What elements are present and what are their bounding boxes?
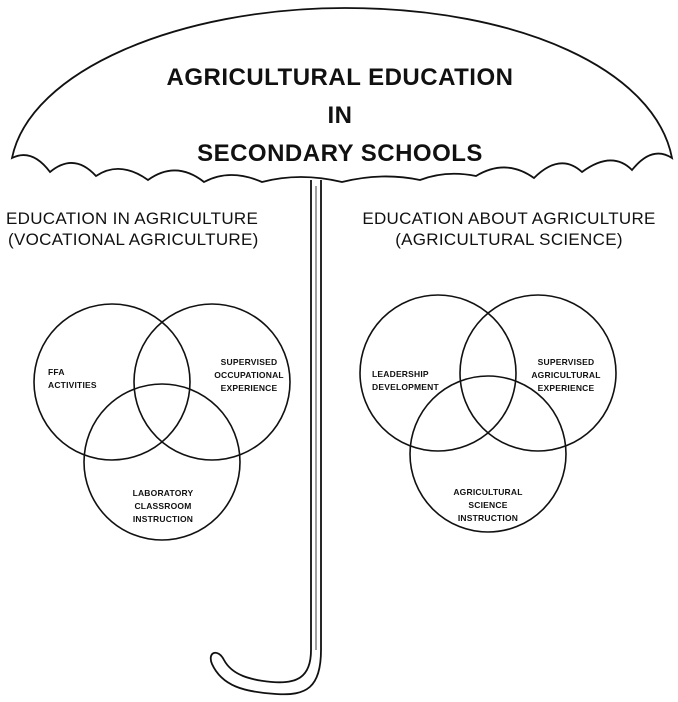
- label-leadership-development: LEADERSHIP DEVELOPMENT: [372, 369, 439, 392]
- label-laboratory-classroom: LABORATORY CLASSROOM INSTRUCTION: [132, 488, 194, 524]
- right-circle-supervised: [459, 294, 617, 452]
- left-heading-line-2: (VOCATIONAL AGRICULTURE): [8, 230, 259, 249]
- right-heading-line-1: EDUCATION ABOUT AGRICULTURE: [362, 209, 656, 228]
- title-line-1: AGRICULTURAL EDUCATION: [166, 64, 514, 91]
- right-heading: EDUCATION ABOUT AGRICULTURE (AGRICULTURA…: [344, 208, 674, 250]
- label-agricultural-science: AGRICULTURAL SCIENCE INSTRUCTION: [453, 487, 523, 523]
- umbrella-shaft: [209, 180, 322, 696]
- left-circle-laboratory: [83, 383, 241, 541]
- left-heading: EDUCATION IN AGRICULTURE (VOCATIONAL AGR…: [6, 208, 259, 250]
- umbrella-canopy: [10, 7, 674, 184]
- left-heading-line-1: EDUCATION IN AGRICULTURE: [6, 209, 259, 228]
- left-circle-supervised: [133, 303, 291, 461]
- right-circle-leadership: [359, 294, 517, 452]
- title-line-2: IN: [327, 102, 353, 129]
- label-supervised-occupational: SUPERVISED OCCUPATIONAL EXPERIENCE: [214, 357, 284, 393]
- label-ffa-activities: FFA ACTIVITIES: [48, 367, 97, 390]
- title-line-3: SECONDARY SCHOOLS: [197, 140, 483, 167]
- left-circle-ffa: [33, 303, 191, 461]
- right-circle-science: [409, 375, 567, 533]
- label-supervised-agricultural: SUPERVISED AGRICULTURAL EXPERIENCE: [531, 357, 601, 393]
- right-heading-line-2: (AGRICULTURAL SCIENCE): [395, 230, 623, 249]
